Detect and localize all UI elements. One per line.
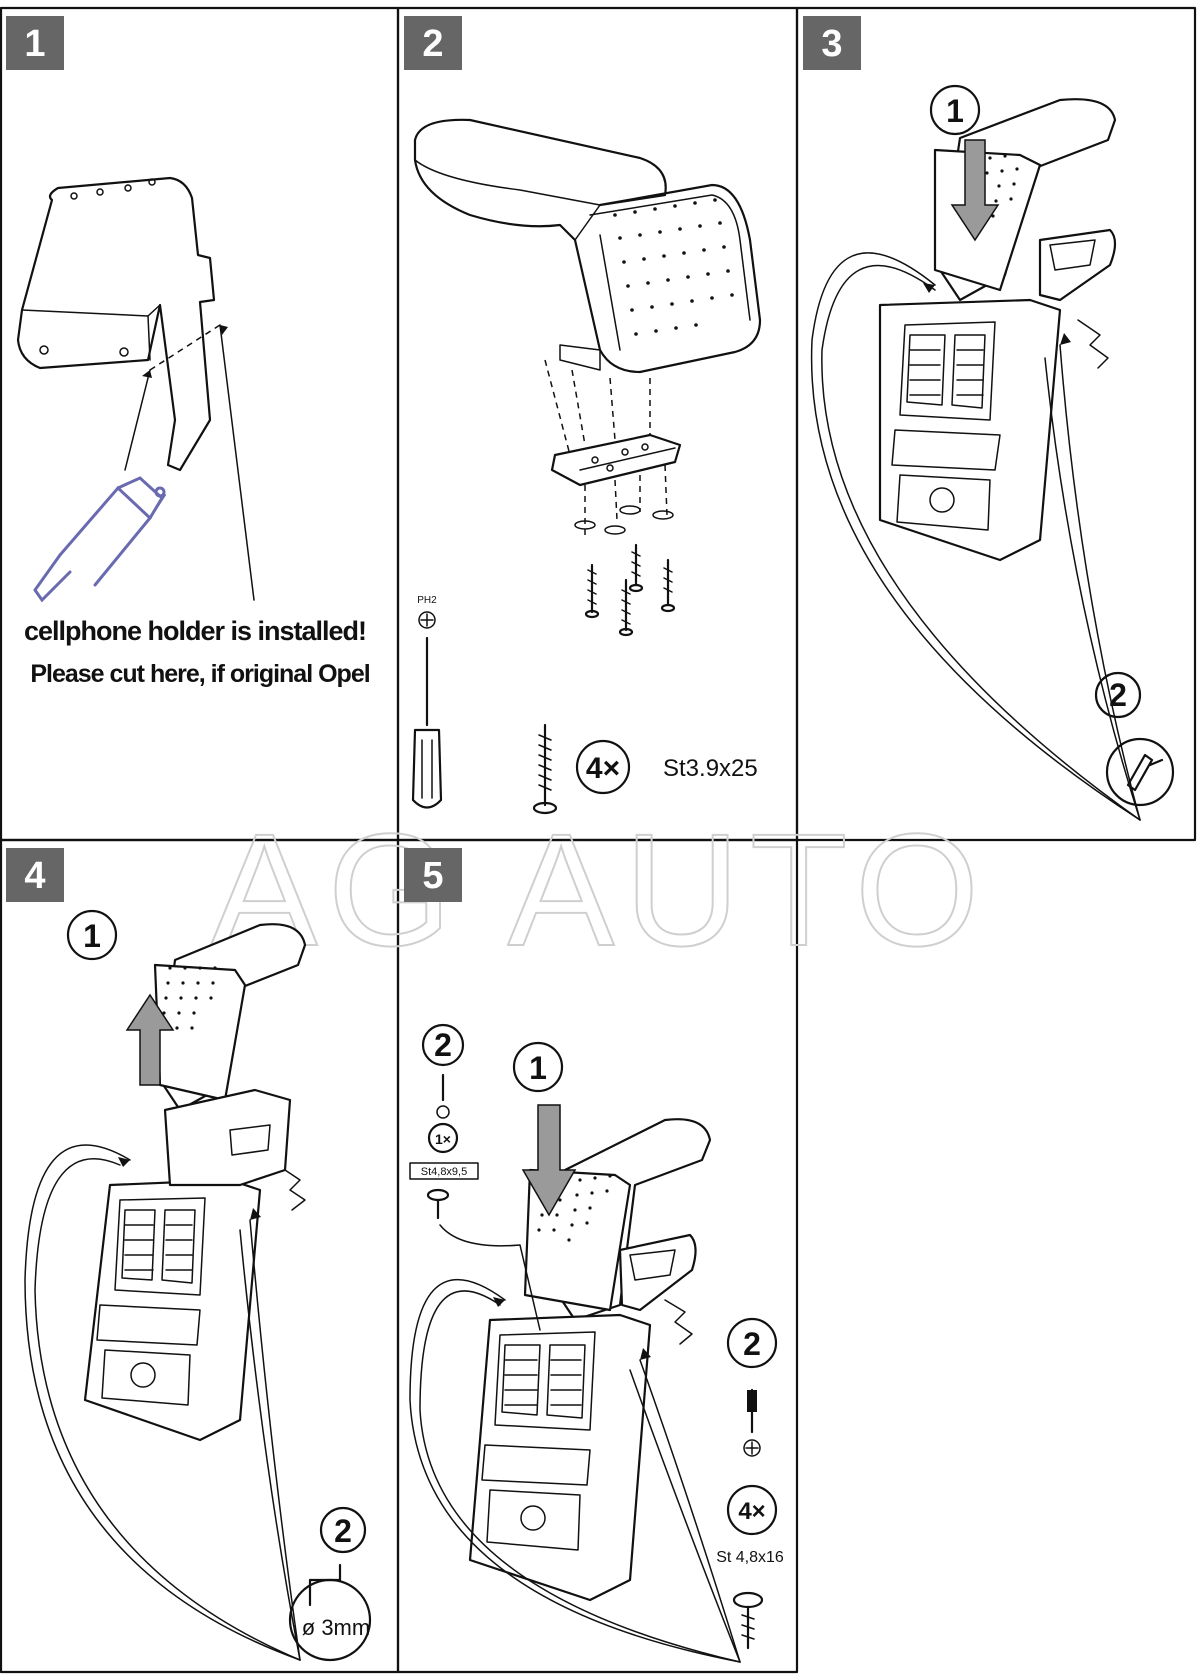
step-number-5: 5: [422, 855, 443, 897]
long-screw-icon-right: [732, 1591, 764, 1609]
perforation-pattern-4: [160, 966, 217, 1030]
sub-step-1-p5: 1: [529, 1050, 547, 1086]
step-badge-3: [803, 16, 861, 70]
panel-3-frame: [795, 6, 1197, 842]
sub-step-circle-2-left: [421, 1023, 465, 1067]
step-badge-5: [404, 848, 462, 902]
console-with-armrest-4: [83, 923, 307, 1442]
watermark-text: AG AUTO: [211, 800, 989, 979]
step-number-3: 3: [821, 23, 842, 65]
callout-lines-5: [409, 1224, 741, 1663]
step-badge-2: [404, 16, 462, 70]
sub-step-circle-1-p4: [66, 909, 118, 961]
screw-spec-box-left: [409, 1162, 479, 1180]
screw-count-left: 1×: [435, 1131, 451, 1147]
count-circle-left: [427, 1122, 459, 1154]
ph2-label: PH2: [417, 595, 437, 606]
drill-bracket-icon: [308, 1563, 342, 1607]
screw-icon: [532, 723, 558, 815]
cross-head-icon-left: [436, 1105, 450, 1119]
pencil-icon: [1126, 753, 1164, 792]
panel-1: 1 cellphone holder is installe: [6, 16, 371, 688]
cross-head-icon-right: [743, 1439, 761, 1457]
sub-step-2-left: 2: [434, 1027, 452, 1063]
panel-1-note-line-2: Please cut here, if original Opel: [30, 660, 369, 688]
panel-4: 4 1: [6, 848, 372, 1662]
insert-down-arrow-5: [521, 1104, 577, 1217]
bracket-illustration: [16, 176, 255, 601]
panel-5: 5 2 1× St4,8x9,5 1: [404, 848, 784, 1663]
hacksaw-icon: [33, 476, 166, 603]
panel-grid: [0, 6, 1197, 1674]
short-screw-icon: [426, 1188, 450, 1202]
step-badge-1: [6, 16, 64, 70]
drill-size-label: ø 3mm: [302, 1615, 370, 1640]
mounting-plate: [544, 359, 682, 540]
sub-step-2-p4: 2: [334, 1513, 352, 1549]
screwdriver-icon: PH2: [411, 595, 443, 809]
perforation-pattern: [613, 198, 734, 336]
step-number-1: 1: [24, 23, 45, 65]
callout-lines-3: [810, 252, 1141, 821]
count-circle-right: [726, 1484, 778, 1536]
screw-spec-left: St4,8x9,5: [421, 1166, 467, 1178]
sub-step-2-right: 2: [743, 1326, 761, 1362]
panel-2: 2: [404, 16, 762, 815]
count-circle-4x: [575, 739, 631, 795]
sub-step-2: 2: [1109, 677, 1127, 713]
console-with-armrest: [878, 98, 1117, 562]
panel-5-frame: [396, 838, 799, 1674]
panel-1-note-line-1: cellphone holder is installed!: [24, 616, 366, 646]
sub-step-circle-2: [1094, 671, 1142, 719]
screw-count: 4×: [586, 752, 620, 785]
pencil-mark-circle: [1105, 737, 1175, 807]
screws-and-washers: [574, 505, 676, 637]
mini-screwdriver-handle: [747, 1390, 757, 1412]
step-number-4: 4: [24, 855, 45, 897]
panel-3: 3 1: [803, 16, 1175, 821]
step-badge-4: [6, 848, 64, 902]
callout-lines-4: [24, 1144, 306, 1661]
screw-count-right: 4×: [738, 1498, 765, 1525]
sub-step-1-p4: 1: [83, 918, 101, 954]
console-with-armrest-5: [468, 1118, 712, 1602]
sub-step-circle-1-p5: [512, 1041, 564, 1093]
sub-step-circle-2-right: [726, 1317, 778, 1369]
screw-spec-right: St 4,8x16: [716, 1549, 784, 1566]
step-number-2: 2: [422, 23, 443, 65]
armrest-illustration: [413, 118, 762, 374]
sub-step-1: 1: [946, 93, 964, 129]
sub-step-circle-2-p4: [319, 1506, 367, 1554]
insert-down-arrow: [950, 139, 1000, 242]
lift-up-arrow: [125, 993, 175, 1086]
screw-spec: St3.9x25: [663, 755, 758, 782]
sub-step-circle-1: [929, 84, 981, 136]
